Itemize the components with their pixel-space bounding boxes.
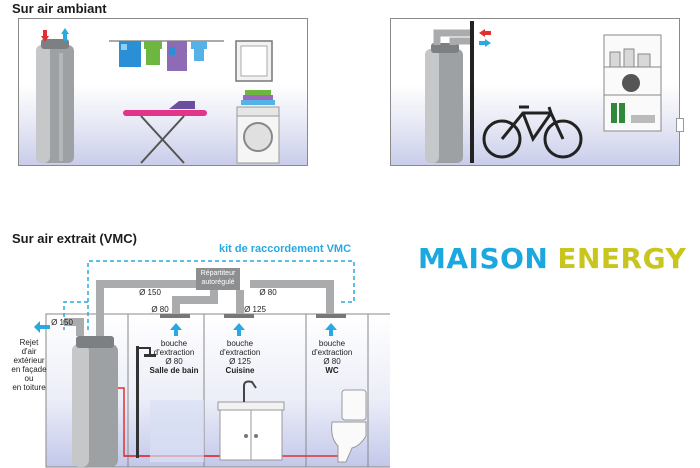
vmc-diagram: kit de raccordement VMC Répartiteur auto…: [34, 243, 390, 468]
section-title-extrait: Sur air extrait (VMC): [12, 231, 137, 246]
toilet-icon: [331, 389, 367, 463]
brand-logo: MAISON ENERGY: [408, 241, 686, 275]
cold-arrow-icon: [61, 28, 69, 41]
hot-arrow-icon: [479, 29, 491, 37]
cold-arrow-icon: [479, 39, 491, 47]
diam-80-right: Ø 80: [259, 288, 277, 297]
diam-150-side: Ø 150: [51, 318, 73, 327]
scene-air-ambiant: [18, 18, 308, 166]
rejet-arrow-icon: [34, 321, 40, 333]
water-heater-icon: [36, 39, 74, 163]
diam-80-left: Ø 80: [151, 305, 169, 314]
kitchen-sink-icon: [217, 380, 285, 461]
clothesline-icon: [109, 40, 224, 71]
washing-machine-icon: [236, 90, 280, 164]
extraction-arrows: [170, 323, 337, 336]
water-heater-icon: [72, 336, 118, 467]
scene-ambiant-illustration: [36, 28, 280, 164]
shower-icon: [136, 346, 204, 462]
brand-word-energy: ENERGY: [557, 241, 687, 275]
kit-label: kit de raccordement VMC: [219, 243, 351, 255]
vent-mouth: [316, 314, 346, 318]
wall-divider: [470, 21, 474, 163]
diam-125: Ø 125: [244, 305, 266, 314]
brand-word-maison: MAISON: [418, 241, 549, 275]
ironing-board-icon: [123, 101, 207, 164]
kit-dashed-outline: [87, 260, 355, 330]
vent-mouth: [160, 314, 190, 318]
diam-150-top: Ø 150: [139, 288, 161, 297]
water-heater-icon: [425, 43, 463, 163]
repartiteur-line1: Répartiteur: [201, 270, 236, 277]
scene-edge-tab: [676, 118, 684, 132]
bicycle-icon: [482, 105, 583, 159]
shelf-icon: [603, 34, 662, 132]
scene-air-ambiant-cellier: [390, 18, 680, 166]
vent-mouth: [224, 314, 254, 318]
rejet-label: Rejet d'air extérieur en façade ou en to…: [11, 338, 47, 392]
duct-network: [64, 280, 334, 336]
repartiteur-box: [196, 268, 240, 290]
hot-arrow-icon: [41, 30, 49, 42]
section-title-ambiant: Sur air ambiant: [12, 1, 107, 16]
window-icon: [235, 40, 273, 82]
repartiteur-line2: autorégulé: [201, 279, 234, 286]
scene-cellier-illustration: [425, 21, 662, 163]
